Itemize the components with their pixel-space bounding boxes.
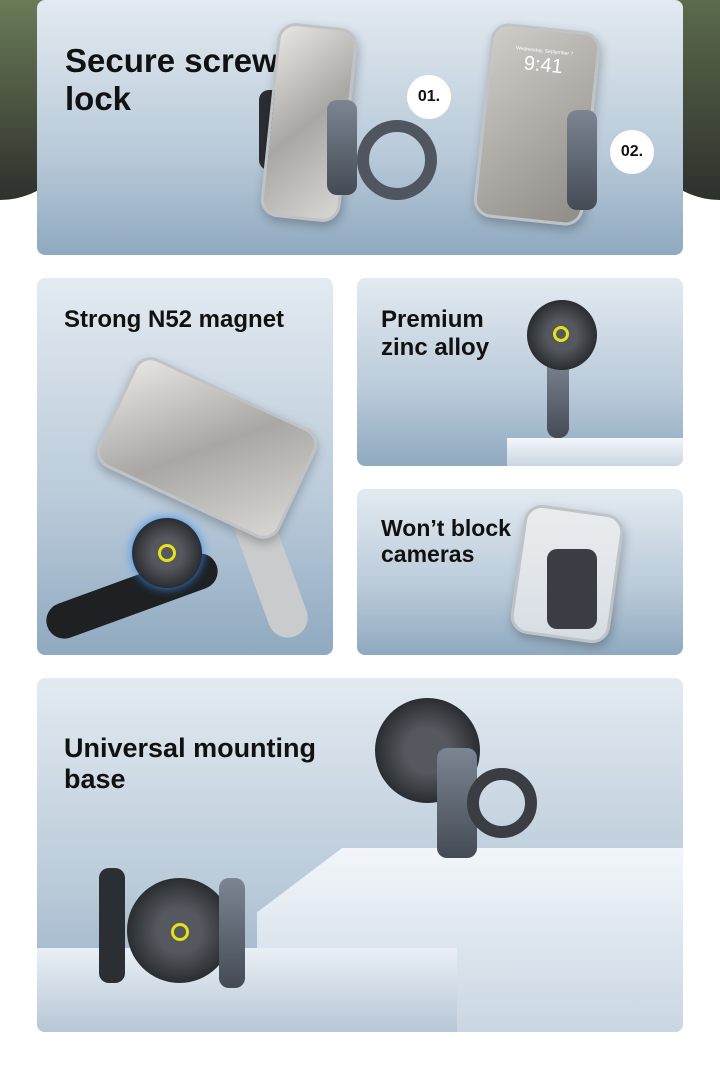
magnet-indicator-icon — [171, 923, 189, 941]
magnet-indicator-icon — [553, 326, 569, 342]
feature-panel-cameras: Won’t block cameras — [357, 489, 683, 655]
clamp-image — [567, 110, 597, 210]
phone-image — [91, 351, 323, 545]
feature-panel-magnet: Strong N52 magnet — [37, 278, 333, 655]
step-badge: 02. — [610, 130, 654, 174]
feature-panel-screw-lock: Secure screw lock 01. Wednesday, Septemb… — [37, 0, 683, 255]
cradle-arm-image — [99, 868, 125, 983]
display-pedestal — [507, 438, 683, 466]
handlebar-clamp-icon — [467, 768, 537, 838]
handlebar-clamp-icon — [357, 120, 437, 200]
feature-title: Strong N52 magnet — [64, 306, 285, 333]
step-badge: 01. — [407, 75, 451, 119]
feature-title: Universal mounting base — [64, 733, 317, 795]
feature-panel-mounting: Universal mounting base — [37, 678, 683, 1032]
magnet-indicator-icon — [158, 544, 176, 562]
feature-title: Secure screw lock — [65, 42, 278, 117]
feature-title: Won’t block cameras — [381, 515, 511, 568]
feature-panel-zinc: Premium zinc alloy — [357, 278, 683, 466]
clamp-image — [327, 100, 357, 195]
clamp-image — [547, 549, 597, 629]
feature-title: Premium zinc alloy — [381, 306, 490, 361]
cradle-arm-image — [219, 878, 245, 988]
mount-arm-image — [547, 358, 569, 438]
